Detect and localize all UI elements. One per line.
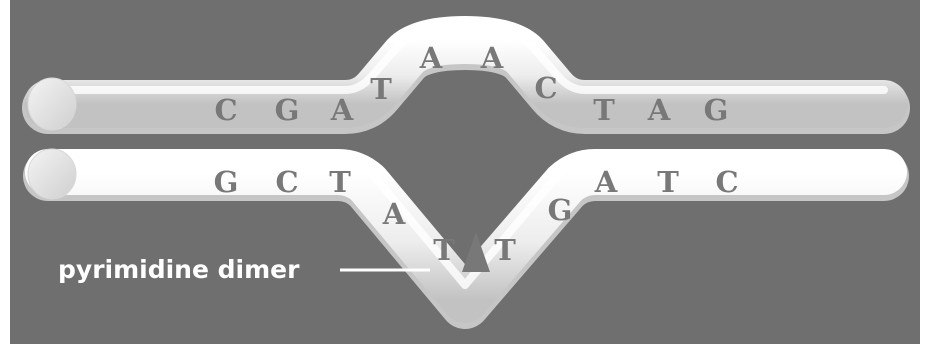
bottom-base-5: T bbox=[433, 233, 455, 267]
dimer-label: pyrimidine dimer bbox=[58, 255, 300, 284]
top-base-3: A bbox=[330, 93, 354, 127]
bottom-base-6: T bbox=[494, 233, 516, 267]
bottom-strand-end-cap bbox=[28, 149, 76, 199]
top-strand-end-cap bbox=[28, 78, 76, 130]
top-base-9: A bbox=[647, 93, 671, 127]
bottom-base-4: A bbox=[382, 197, 406, 231]
top-base-1: C bbox=[214, 93, 237, 127]
bottom-base-1: G bbox=[214, 165, 239, 199]
top-base-8: T bbox=[593, 93, 615, 127]
top-base-10: G bbox=[704, 93, 729, 127]
bottom-base-2: C bbox=[275, 165, 298, 199]
bottom-base-9: T bbox=[657, 165, 679, 199]
top-base-6: A bbox=[480, 41, 504, 75]
bottom-base-3: T bbox=[329, 165, 351, 199]
bottom-base-10: C bbox=[715, 165, 738, 199]
top-base-2: G bbox=[275, 93, 300, 127]
top-base-4: T bbox=[370, 72, 392, 106]
bottom-base-7: G bbox=[548, 193, 573, 227]
top-base-5: A bbox=[419, 41, 443, 75]
top-base-7: C bbox=[534, 71, 557, 105]
bottom-base-8: A bbox=[594, 165, 618, 199]
